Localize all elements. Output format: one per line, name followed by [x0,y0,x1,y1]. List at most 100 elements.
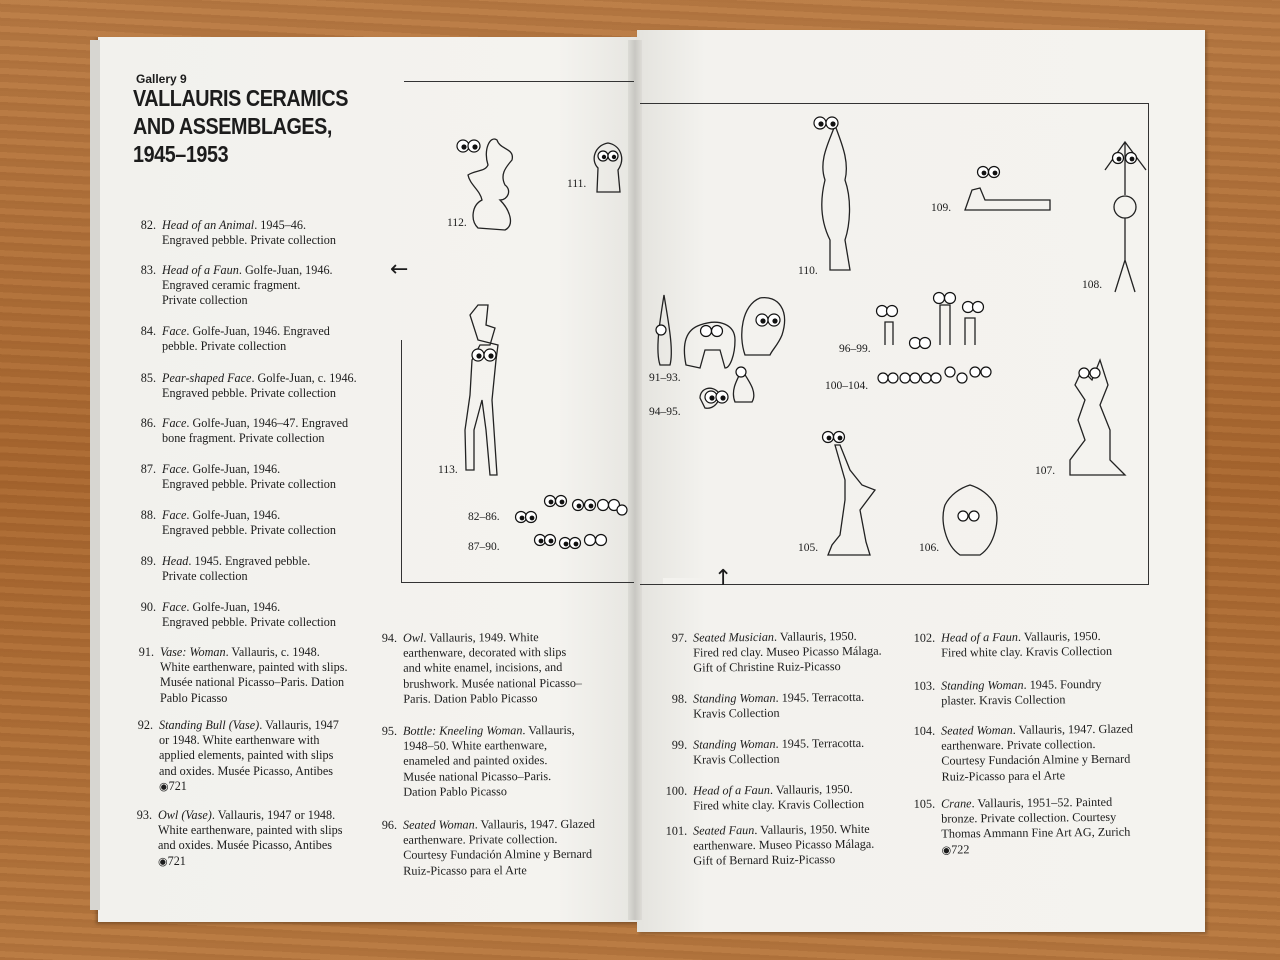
artwork-details: . Vallauris, 1947 or 1948. [211,808,336,822]
artwork-details: . Golfe-Juan, 1946–47. Engraved [186,416,349,430]
sculpture-107-icon [1069,358,1127,476]
gallery-plan-frame-right [640,103,1149,585]
artwork-details: . Golfe-Juan, 1946. [238,263,333,277]
open-booklet [90,30,1210,932]
audio-guide-number: 721 [167,853,186,868]
sculpture-105-icon [827,444,877,556]
entry-text: Head. 1945. Engraved pebble.Private coll… [162,554,372,584]
artwork-title: Face [162,416,187,430]
arrow-up-icon: ↑ [714,566,733,591]
entry-text: Vase: Woman. Vallauris, c. 1948.White ea… [160,645,370,706]
plan-label-112: 112. [447,217,467,229]
googly-eyes-group [456,116,1138,550]
entry-number: 87. [140,462,156,476]
entry-line: Engraved pebble. Private collection [162,477,336,492]
entry-number: 86. [140,416,156,430]
sculpture-109-icon [964,187,1051,211]
entry-line: White earthenware, painted with slips [158,823,343,838]
artwork-details: . 1945. Engraved pebble. [188,554,311,568]
sculpture-110-icon [821,122,851,271]
entry-line: Engraved pebble. Private collection [162,615,336,630]
entry-number: 93. [136,808,152,822]
plan-label-87-90: 87–90. [468,541,500,553]
page-title: VALLAURIS CERAMICS AND ASSEMBLAGES, 1945… [133,84,357,168]
artwork-details: . Golfe-Juan, 1946. [186,462,281,476]
plan-label-110: 110. [798,265,818,277]
entry-line: and oxides. Musée Picasso, Antibes [158,838,332,853]
entry-text: Pear-shaped Face. Golfe-Juan, c. 1946.En… [162,371,372,401]
artwork-title: Face [162,600,187,614]
entry-line: Engraved ceramic fragment. [162,278,301,293]
entry-line: Engraved pebble. Private collection [162,386,336,401]
artwork-details: . Vallauris, 1947 [259,718,339,732]
entry-line: ◉ 721 [158,854,368,870]
entry-line: Standing Bull (Vase). Vallauris, 1947 [159,718,369,733]
entry-number: 83. [140,263,156,277]
entry-line: Face. Golfe-Juan, 1946. [162,462,372,477]
entry-line: Musée national Picasso–Paris. Dation [160,675,345,690]
arrow-left-icon: ← [390,257,409,282]
sculpture-93-icon [741,297,786,356]
entry-line: pebble. Private collection [162,339,287,354]
sculpture-106-icon [942,484,998,556]
entry-text: Face. Golfe-Juan, 1946.Engraved pebble. … [162,462,372,492]
artwork-details: . Vallauris, c. 1948. [225,645,320,659]
entry-number: 91. [138,645,154,659]
plan-door-gap-left-2 [401,180,404,340]
sculpture-112-icon [467,138,513,231]
artwork-title: Face [162,324,187,338]
entry-text: Head of an Animal. 1945–46.Engraved pebb… [162,218,372,248]
plan-label-109: 109. [931,202,952,214]
artwork-details: . Golfe-Juan, 1946. [186,508,281,522]
artwork-details: . Golfe-Juan, 1946. Engraved [186,324,330,338]
sculpture-97-99-icon [884,304,976,345]
entry-line: Head. 1945. Engraved pebble. [162,554,372,569]
plan-label-111: 111. [567,178,587,190]
title-line-3: 1945–1953 [133,141,229,167]
left-page [98,37,640,922]
entry-text: Owl (Vase). Vallauris, 1947 or 1948.Whit… [158,808,368,870]
plan-label-106: 106. [919,542,940,554]
entry-line: applied elements, painted with slips [159,748,334,763]
sculpture-111-icon [593,142,623,193]
plan-label-100-104: 100–104. [825,380,869,392]
artwork-title: Head of a Faun [162,263,239,277]
entry-number: 84. [140,324,156,338]
entry-text: Face. Golfe-Juan, 1946.Engraved pebble. … [162,508,372,538]
entry-line: ◉ 721 [159,779,369,795]
entry-line: or 1948. White earthenware with [159,733,320,748]
entry-number: 89. [140,554,156,568]
audio-guide-icon: ◉ [159,780,169,793]
title-line-2: AND ASSEMBLAGES, [133,113,332,139]
plan-label-82-86: 82–86. [468,511,500,523]
entry-line: Private collection [162,293,248,308]
plan-label-105: 105. [798,542,819,554]
entry-line: Head of an Animal. 1945–46. [162,218,372,233]
artwork-title: Pear-shaped Face [162,371,252,385]
artwork-details: . Golfe-Juan, c. 1946. [251,371,357,385]
audio-guide-number: 721 [168,778,187,793]
plan-label-94-95: 94–95. [649,406,681,418]
entry-line: Engraved pebble. Private collection [162,523,336,538]
artwork-title: Vase: Woman [160,645,226,659]
entry-line: Vase: Woman. Vallauris, c. 1948. [160,645,370,660]
sculpture-91-icon [657,294,672,366]
plan-label-91-93: 91–93. [649,372,681,384]
entry-line: and oxides. Musée Picasso, Antibes [159,763,333,778]
plan-label-96-99: 96–99. [839,343,871,355]
plan-door-gap-bottom [663,578,788,584]
plan-label-113: 113. [438,464,458,476]
entry-line: Face. Golfe-Juan, 1946. [162,600,372,615]
plan-label-108: 108. [1082,279,1103,291]
entry-line: bone fragment. Private collection [162,431,325,446]
artwork-details: . 1945–46. [254,218,306,232]
title-line-1: VALLAURIS CERAMICS [133,85,348,111]
gallery-label: Gallery 9 [136,72,187,86]
entry-line: Head of a Faun. Golfe-Juan, 1946. [162,263,372,278]
artwork-details: . Golfe-Juan, 1946. [186,600,281,614]
entry-line: Pear-shaped Face. Golfe-Juan, c. 1946. [162,371,372,386]
